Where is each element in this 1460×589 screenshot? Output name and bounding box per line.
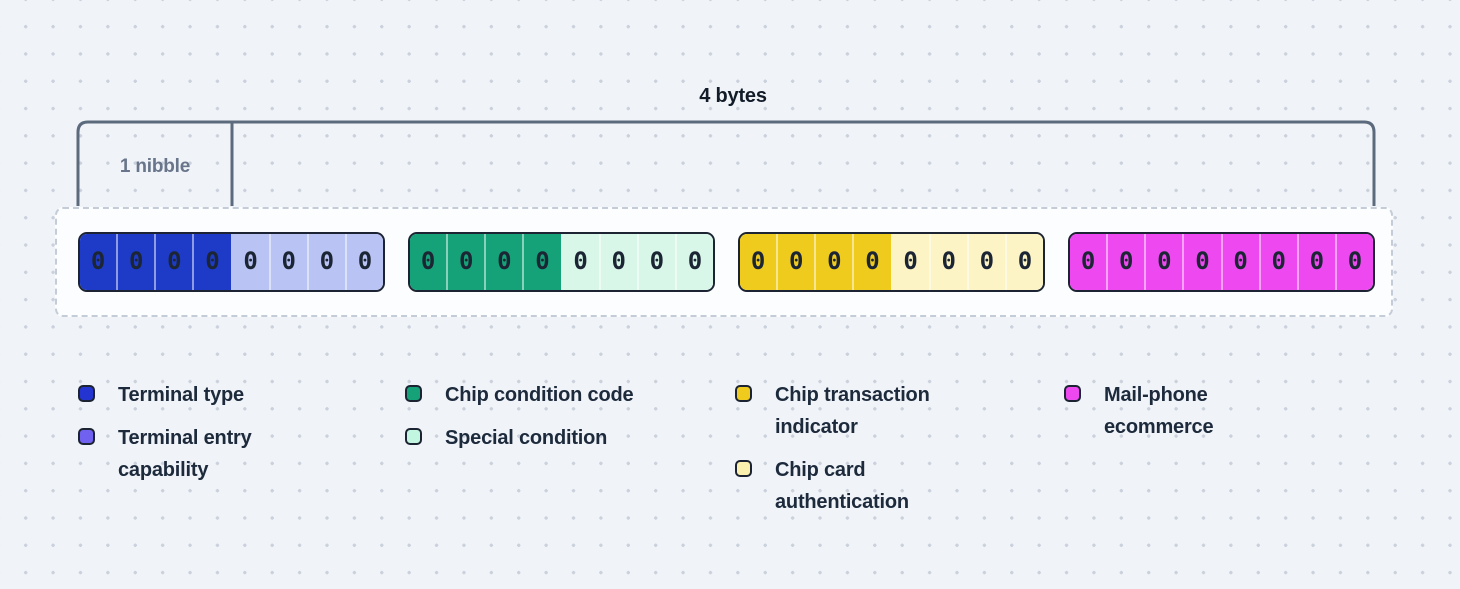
legend-item-label: Chip condition code bbox=[445, 384, 634, 406]
bit-cell: 0 bbox=[636, 234, 675, 290]
bit-cell: 0 bbox=[928, 234, 967, 290]
bytes-bracket-label: 4 bytes bbox=[699, 85, 767, 107]
bit-value: 0 bbox=[420, 247, 436, 275]
bit-value: 0 bbox=[687, 247, 703, 275]
legend-swatch bbox=[735, 460, 752, 477]
bit-value: 0 bbox=[941, 247, 956, 275]
bit-value: 0 bbox=[1195, 247, 1210, 275]
bit-cell: 0 bbox=[1004, 234, 1043, 290]
legend-item-label: Mail-phone ecommerce bbox=[1104, 384, 1214, 438]
bit-cell: 0 bbox=[268, 234, 307, 290]
bit-cell: 0 bbox=[230, 234, 269, 290]
bit-cell: 0 bbox=[154, 234, 193, 290]
bit-value: 0 bbox=[865, 247, 880, 275]
bit-value: 0 bbox=[1118, 247, 1134, 275]
legend-item-label: Chip transaction indicator bbox=[775, 384, 930, 438]
bit-cell: 0 bbox=[522, 234, 561, 290]
legend-swatch bbox=[78, 385, 95, 402]
bit-cell: 0 bbox=[1070, 234, 1107, 290]
nibble-bracket-label: 1 nibble bbox=[119, 156, 191, 177]
bit-cell: 0 bbox=[80, 234, 117, 290]
bit-value: 0 bbox=[788, 247, 804, 275]
bit-cell: 0 bbox=[598, 234, 637, 290]
legend-swatch bbox=[78, 428, 95, 445]
bit-cell: 0 bbox=[410, 234, 447, 290]
bit-value: 0 bbox=[979, 247, 995, 275]
bit-cell: 0 bbox=[306, 234, 345, 290]
legend-item-label: Terminal type bbox=[118, 384, 244, 406]
legend-item-label: Terminal entry capability bbox=[118, 427, 252, 481]
bit-cell: 0 bbox=[116, 234, 155, 290]
bit-cell: 0 bbox=[814, 234, 853, 290]
bit-cell: 0 bbox=[674, 234, 713, 290]
bit-value: 0 bbox=[1309, 247, 1325, 275]
bit-cell: 0 bbox=[344, 234, 383, 290]
legend-swatch bbox=[1064, 385, 1081, 402]
bytes-bracket-path bbox=[76, 120, 1376, 206]
legend-item: Mail-phone ecommerce bbox=[1064, 379, 1249, 443]
bit-value: 0 bbox=[1347, 247, 1363, 275]
legend-swatch bbox=[405, 428, 422, 445]
bit-value: 0 bbox=[1233, 247, 1248, 275]
bit-cell: 0 bbox=[192, 234, 231, 290]
bit-cell: 0 bbox=[1296, 234, 1335, 290]
bit-cell: 0 bbox=[852, 234, 891, 290]
bit-value: 0 bbox=[458, 247, 474, 275]
bit-cell: 0 bbox=[1258, 234, 1297, 290]
bit-value: 0 bbox=[319, 247, 335, 275]
bit-cell: 0 bbox=[740, 234, 777, 290]
legend-swatch bbox=[735, 385, 752, 402]
bit-value: 0 bbox=[611, 247, 626, 275]
legend-item: Terminal type bbox=[78, 379, 288, 411]
bit-cell: 0 bbox=[1220, 234, 1259, 290]
bit-cell: 0 bbox=[484, 234, 523, 290]
bit-cell: 0 bbox=[1106, 234, 1145, 290]
bit-cell: 0 bbox=[1144, 234, 1183, 290]
legend-column: Mail-phone ecommerce bbox=[1064, 379, 1249, 454]
bit-cell: 0 bbox=[560, 234, 599, 290]
bit-value: 0 bbox=[167, 247, 182, 275]
bit-value: 0 bbox=[243, 247, 258, 275]
legend-item: Chip card authentication bbox=[735, 454, 970, 518]
bit-value: 0 bbox=[1271, 247, 1286, 275]
bit-value: 0 bbox=[573, 247, 588, 275]
legend-item: Chip transaction indicator bbox=[735, 379, 970, 443]
legend-item: Chip condition code bbox=[405, 379, 670, 411]
bit-cell: 0 bbox=[1334, 234, 1373, 290]
legend-item: Terminal entry capability bbox=[78, 422, 288, 486]
bit-cell: 0 bbox=[966, 234, 1005, 290]
bit-value: 0 bbox=[1080, 247, 1096, 275]
bit-value: 0 bbox=[903, 247, 918, 275]
legend-item-label: Special condition bbox=[445, 427, 608, 449]
bit-value: 0 bbox=[281, 247, 296, 275]
bit-value: 0 bbox=[128, 247, 144, 275]
bit-cell: 0 bbox=[776, 234, 815, 290]
bit-cell: 0 bbox=[446, 234, 485, 290]
bit-value: 0 bbox=[90, 247, 106, 275]
bit-cell: 0 bbox=[890, 234, 929, 290]
bit-value: 0 bbox=[205, 247, 220, 275]
bit-cell: 0 bbox=[1182, 234, 1221, 290]
bit-value: 0 bbox=[1017, 247, 1033, 275]
legend-item-label: Chip card authentication bbox=[775, 459, 909, 513]
bit-value: 0 bbox=[649, 247, 665, 275]
bit-value: 0 bbox=[357, 247, 373, 275]
legend-item: Special condition bbox=[405, 422, 670, 454]
bit-value: 0 bbox=[535, 247, 550, 275]
bit-value: 0 bbox=[827, 247, 842, 275]
bit-value: 0 bbox=[750, 247, 766, 275]
bit-value: 0 bbox=[497, 247, 512, 275]
bit-value: 0 bbox=[1157, 247, 1172, 275]
legend-swatch bbox=[405, 385, 422, 402]
